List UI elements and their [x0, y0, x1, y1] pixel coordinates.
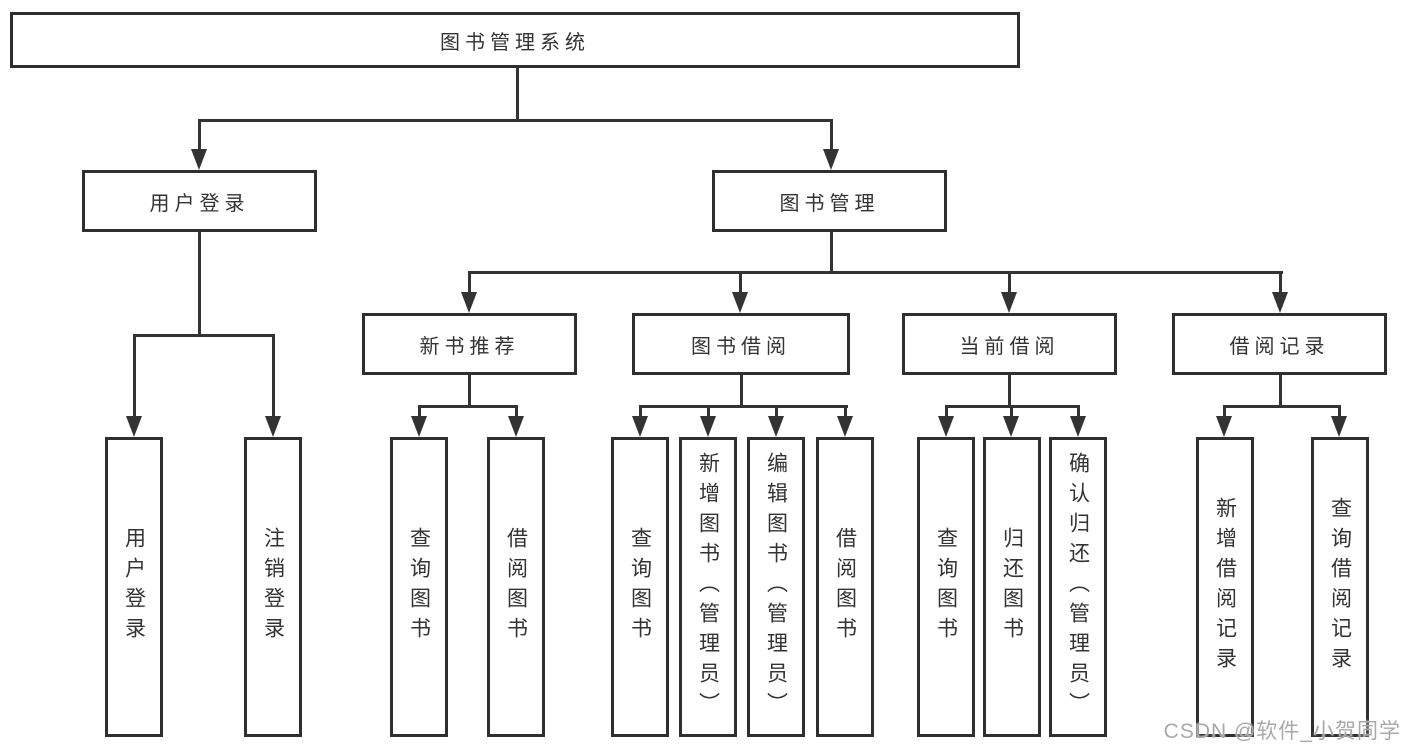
connector-line — [707, 405, 710, 420]
arrowhead-down-icon — [265, 416, 281, 437]
node-book-management: 图书管理 — [712, 170, 947, 232]
connector-line — [418, 405, 421, 420]
connector-line — [1223, 405, 1340, 408]
leaf-borrow-books-recommend: 借阅图书 — [487, 437, 545, 737]
arrowhead-down-icon — [837, 416, 853, 437]
leaf-label: 新增借阅记录 — [1213, 497, 1237, 677]
connector-line — [272, 334, 275, 419]
connector-line — [418, 405, 518, 408]
node-current-borrowing: 当前借阅 — [902, 313, 1117, 375]
leaf-label: 查询借阅记录 — [1328, 497, 1352, 677]
arrowhead-down-icon — [191, 149, 207, 170]
connector-line — [844, 405, 847, 420]
arrowhead-down-icon — [938, 416, 954, 437]
leaf-query-borrow-record: 查询借阅记录 — [1311, 437, 1369, 737]
arrowhead-down-icon — [768, 416, 784, 437]
connector-line — [198, 119, 201, 152]
leaf-query-books-borrowing: 查询图书 — [611, 437, 669, 737]
connector-line — [739, 271, 742, 296]
arrowhead-down-icon — [1003, 416, 1019, 437]
connector-line — [830, 119, 833, 152]
node-user-login: 用户登录 — [82, 170, 317, 232]
connector-line — [830, 232, 833, 274]
arrowhead-down-icon — [411, 416, 427, 437]
connector-line — [740, 375, 743, 408]
arrowhead-down-icon — [508, 416, 524, 437]
leaf-label: 查询图书 — [628, 527, 652, 647]
leaf-label: 归还图书 — [1000, 527, 1024, 647]
arrowhead-down-icon — [1001, 292, 1017, 313]
arrowhead-down-icon — [1070, 416, 1086, 437]
leaf-borrow-books: 借阅图书 — [816, 437, 874, 737]
connector-line — [198, 232, 201, 337]
connector-line — [133, 334, 275, 337]
leaf-add-books-admin: 新增图书（管理员） — [679, 437, 737, 737]
connector-line — [639, 405, 848, 408]
leaf-label: 编辑图书（管理员） — [764, 452, 788, 722]
connector-line — [468, 271, 1283, 274]
leaf-label: 借阅图书 — [833, 527, 857, 647]
leaf-user-login: 用户登录 — [105, 437, 163, 737]
node-root-system: 图书管理系统 — [10, 12, 1020, 68]
arrowhead-down-icon — [1216, 416, 1232, 437]
connector-line — [1279, 271, 1282, 296]
leaf-label: 借阅图书 — [504, 527, 528, 647]
leaf-return-books: 归还图书 — [983, 437, 1041, 737]
arrowhead-down-icon — [126, 416, 142, 437]
leaf-label: 确认归还（管理员） — [1066, 452, 1090, 722]
connector-line — [516, 68, 519, 121]
connector-line — [1010, 405, 1013, 420]
connector-line — [468, 271, 471, 296]
leaf-label: 查询图书 — [934, 527, 958, 647]
connector-line — [468, 375, 471, 408]
arrowhead-down-icon — [732, 292, 748, 313]
connector-line — [198, 119, 832, 122]
leaf-query-books-current: 查询图书 — [917, 437, 975, 737]
node-new-book-recommend: 新书推荐 — [362, 313, 577, 375]
connector-line — [133, 334, 136, 419]
leaf-query-books-recommend: 查询图书 — [390, 437, 448, 737]
arrowhead-down-icon — [700, 416, 716, 437]
connector-line — [1008, 271, 1011, 296]
connector-line — [945, 405, 948, 420]
csdn-watermark: CSDN @软件_小贺同学 — [1163, 720, 1401, 743]
arrowhead-down-icon — [632, 416, 648, 437]
arrowhead-down-icon — [1272, 292, 1288, 313]
arrowhead-down-icon — [1331, 416, 1347, 437]
leaf-logout: 注销登录 — [244, 437, 302, 737]
leaf-edit-books-admin: 编辑图书（管理员） — [747, 437, 805, 737]
leaf-label: 查询图书 — [407, 527, 431, 647]
arrowhead-down-icon — [461, 292, 477, 313]
connector-line — [1008, 375, 1011, 408]
connector-line — [1223, 405, 1226, 420]
leaf-label: 注销登录 — [261, 527, 285, 647]
leaf-label: 新增图书（管理员） — [696, 452, 720, 722]
arrowhead-down-icon — [823, 149, 839, 170]
node-book-borrowing: 图书借阅 — [632, 313, 850, 375]
node-borrowing-records: 借阅记录 — [1172, 313, 1387, 375]
connector-line — [1077, 405, 1080, 420]
connector-line — [775, 405, 778, 420]
connector-line — [515, 405, 518, 420]
leaf-confirm-return-admin: 确认归还（管理员） — [1049, 437, 1107, 737]
connector-line — [1279, 375, 1282, 408]
leaf-add-borrow-record: 新增借阅记录 — [1196, 437, 1254, 737]
leaf-label: 用户登录 — [122, 527, 146, 647]
connector-line — [1338, 405, 1341, 420]
connector-line — [639, 405, 642, 420]
